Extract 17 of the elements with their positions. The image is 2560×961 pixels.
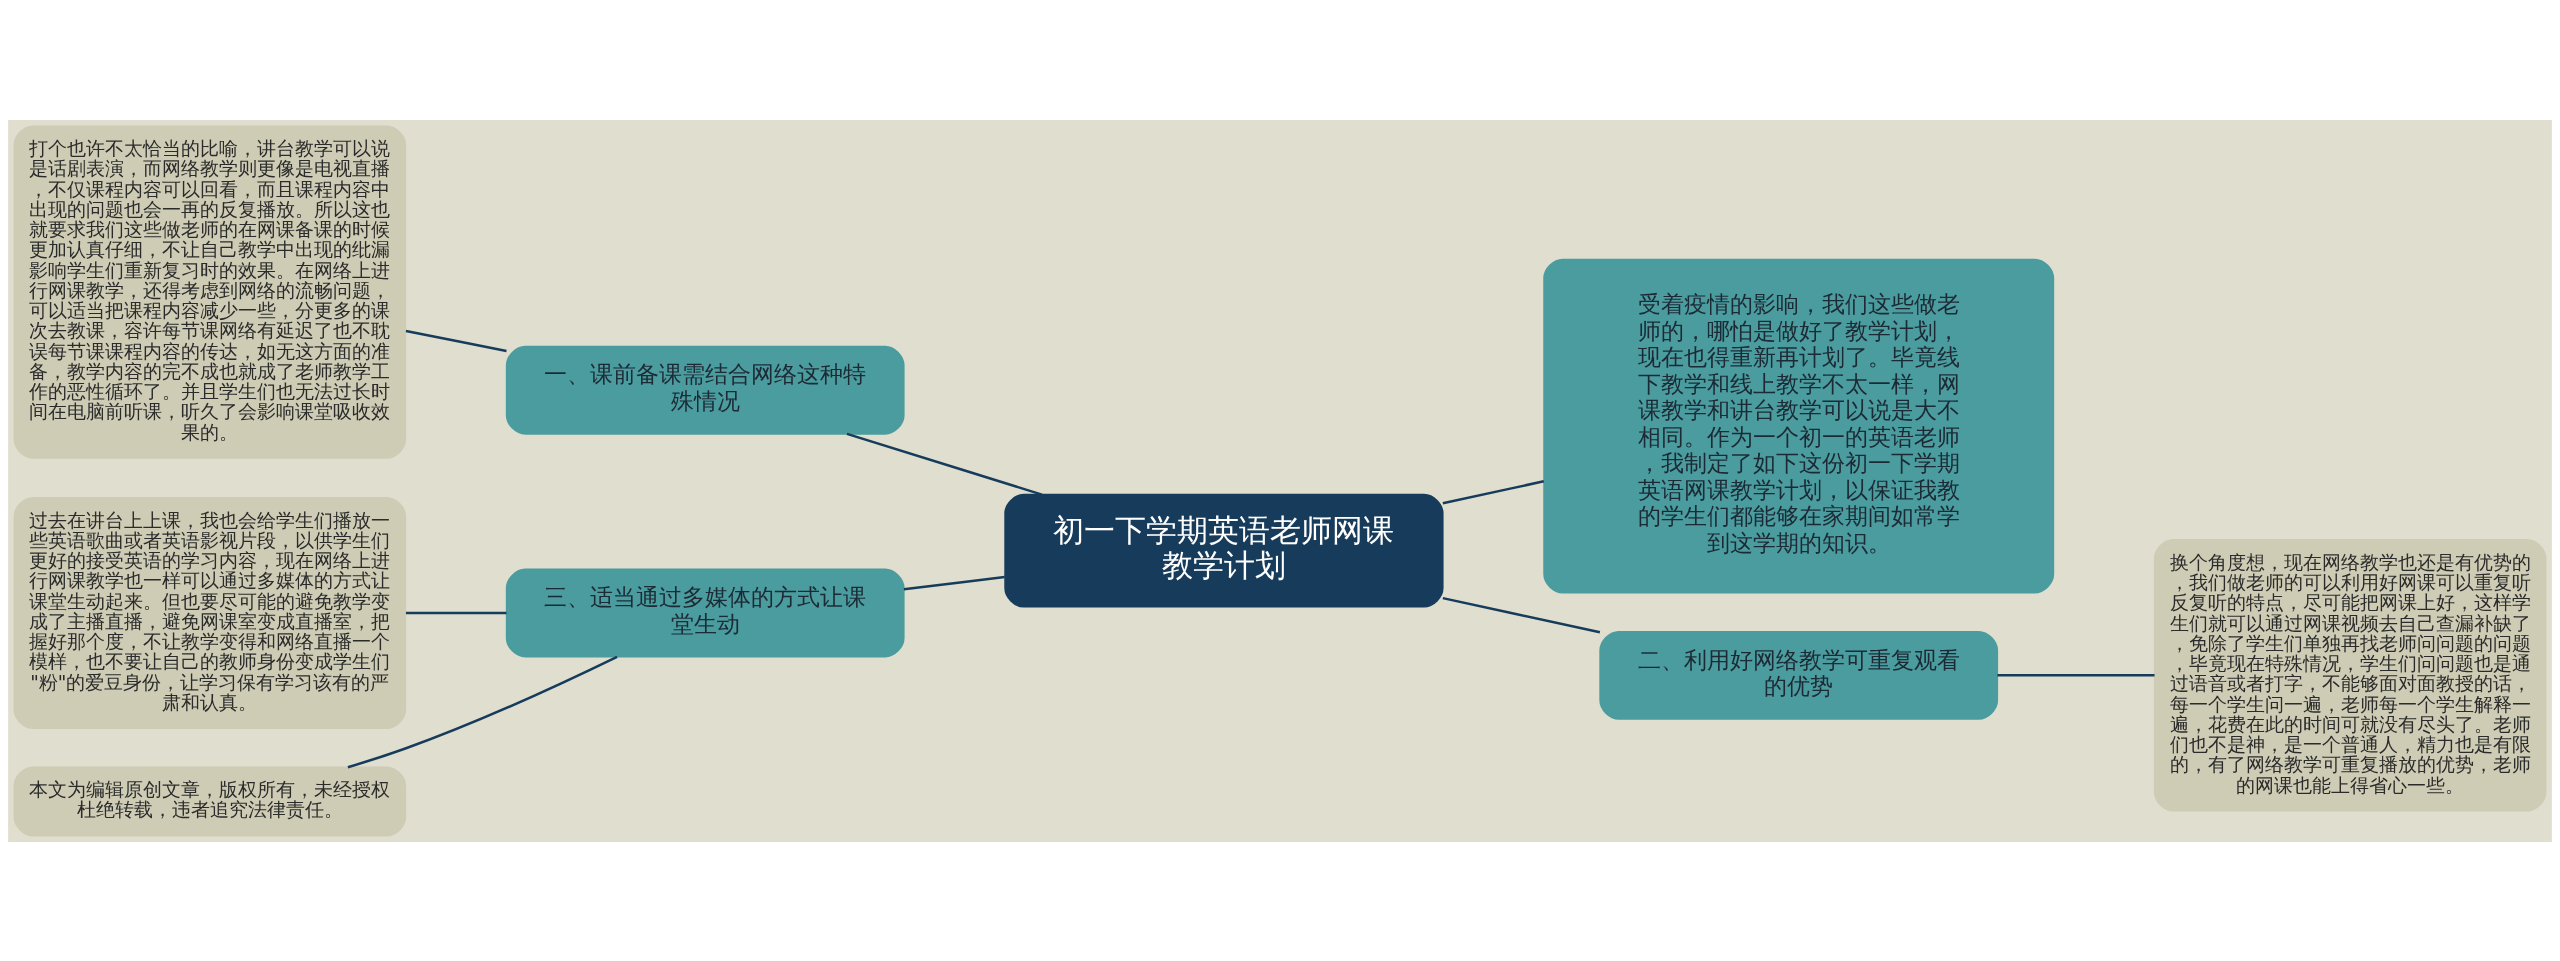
node-box: 初一下学期英语老师网课教学计划: [1004, 493, 1444, 608]
connector: [1997, 673, 2155, 677]
node-box: 受着疫情的影响，我们这些做老师的，哪怕是做好了教学计划，现在也得重新再计划了。毕竟线下教学和线上教学不太一样，网课教学和讲台教学可以说是大不相同。作为一个初一的英语老师，我制定了如下这份初一下学期英语网课教学计划，以保证我教的学生们都能够在家期间如常学到这学期的知识。: [1543, 258, 2055, 594]
node-box: 本文为编辑原创文章，版权所有，未经授权杜绝转载，违者追究法律责任。: [13, 765, 407, 837]
connector: [347, 655, 618, 768]
connector: [1442, 479, 1545, 505]
node-box: 过去在讲台上上课，我也会给学生们播放一些英语歌曲或者英语影视片段，以供学生们更好的接受英语的学习内容，现在网络上进行网课教学也一样可以通过多媒体的方式让课堂生动起来。但也要尽可能的避免教学变成了主播直播，避免网课室变成直播室，把握好那个度，不让教学变得和网络直播一个模样，也不要让自己的教师身份变成学生们"粉"的爱豆身份，让学习保有学习该有的严肃和认真。: [13, 496, 407, 729]
connector: [1442, 596, 1601, 634]
node-box: 换个角度想，现在网络教学也还是有优势的，我们做老师的可以利用好网课可以重复听反复听的特点，尽可能把网课上好，这样学生们就可以通过网课视频去自己查漏补缺了，免除了学生们单独再找老师问问题的问题，毕竟现在特殊情况，学生们问问题也是通过语音或者打字，不能够面对面教授的话，每一个学生问一遍，老师每一个学生解释一遍，花费在此的时间可就没有尽头了。老师们也不是神，是一个普通人，精力也是有限的，有了网络教学可重复播放的优势，老师的网课也能上得省心一些。: [2153, 538, 2547, 812]
connector: [846, 432, 1043, 496]
connector: [405, 611, 507, 614]
connector: [903, 575, 1005, 590]
node-box: 二、利用好网络教学可重复观看的优势: [1599, 630, 1999, 720]
node-box: 打个也许不太恰当的比喻，讲台教学可以说是话剧表演，而网络教学则更像是电视直播，不仅课程内容可以回看，而且课程内容中出现的问题也会一再的反复播放。所以这也就要求我们这些做老师的在网课备课的时候更加认真仔细，不让自己教学中出现的纰漏影响学生们重新复习时的效果。在网络上进行网课教学，还得考虑到网络的流畅问题，可以适当把课程内容减少一些，分更多的课次去教课，容许每节课网络有延迟了也不耽误每节课课程内容的传达，如无这方面的准备，教学内容的完不成也就成了老师教学工作的恶性循环了。并且学生们也无法过长时间在电脑前听课，听久了会影响课堂吸收效果的。: [13, 124, 407, 459]
node-box: 三、适当通过多媒体的方式让课堂生动: [505, 568, 905, 657]
node-box: 一、课前备课需结合网络这种特殊情况: [505, 345, 905, 435]
connector: [405, 329, 507, 352]
